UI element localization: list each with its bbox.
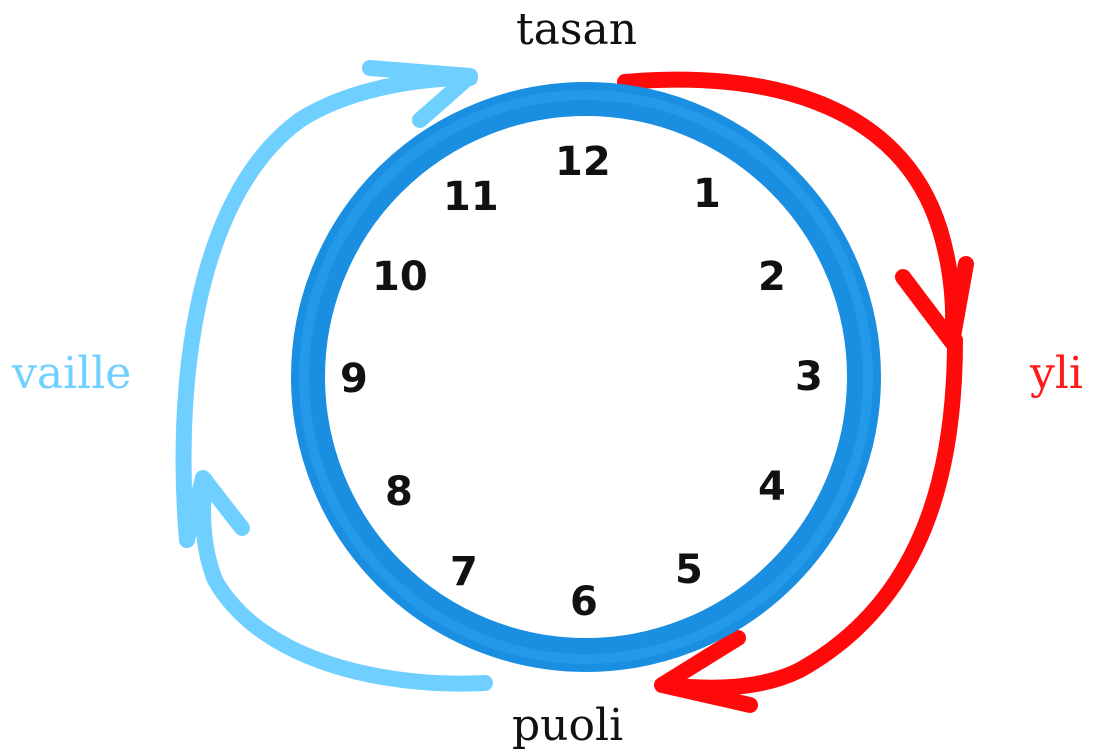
clock-number-5: 5 [675,547,703,593]
yli-arrow-upper-arc [617,71,962,348]
yli-arrow-lower-arc [657,332,963,696]
clock-number-4: 4 [758,464,786,510]
clock-ring-highlight [299,90,873,664]
clock-number-6: 6 [570,579,598,625]
clock-number-3: 3 [795,354,823,400]
clock-number-7: 7 [450,549,478,595]
label-tasan: tasan [516,4,638,55]
clock-face [291,82,881,672]
vaille-arrow-lower-head [179,470,250,548]
clock-number-12: 12 [555,139,611,185]
vaille-arrow-lower-arc [195,472,493,692]
clock-number-1: 1 [693,171,721,217]
clock-number-11: 11 [443,174,499,220]
clock-face-background [316,107,856,647]
clock-number-9: 9 [340,356,368,402]
clock-number-8: 8 [385,469,413,515]
vaille-arrow [175,60,493,692]
clock-numbers: 12 1 2 3 4 5 6 7 8 9 10 11 [340,139,823,625]
yli-arrow-lower-head [654,630,758,713]
label-yli: yli [1030,348,1084,399]
label-vaille: vaille [12,348,132,399]
clock-number-2: 2 [758,254,786,300]
label-puoli: puoli [512,700,624,751]
vaille-arrow-upper-arc [175,70,478,548]
clock-number-10: 10 [372,254,428,300]
vaille-arrow-upper-head [362,60,478,128]
yli-arrow-upper-head [895,256,974,350]
yli-arrow [617,71,974,713]
